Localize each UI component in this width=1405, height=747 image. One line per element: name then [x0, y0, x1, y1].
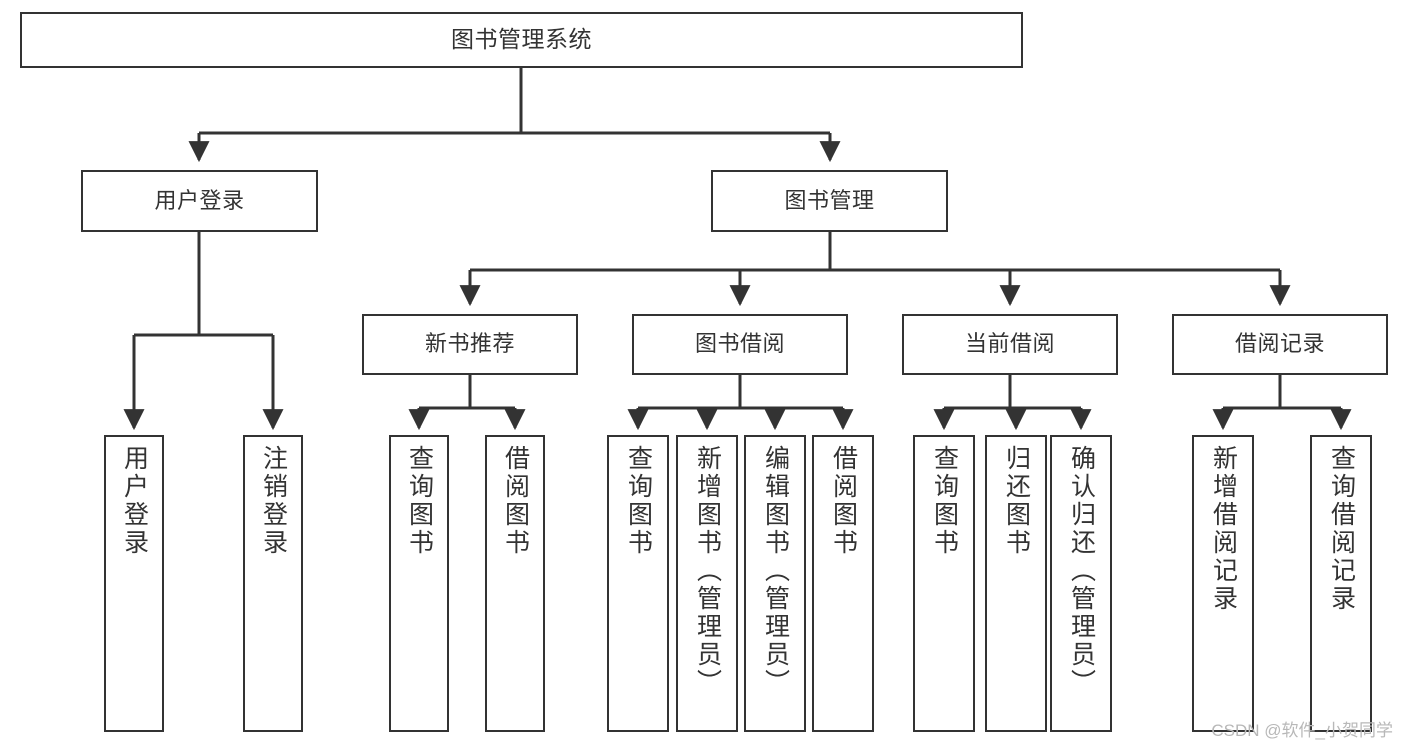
node-borrow-record[interactable]: 借阅记录 — [1172, 314, 1388, 375]
node-leaf-query-book-rec[interactable]: 查询图书 — [389, 435, 449, 732]
node-leaf-borrow-book-rec[interactable]: 借阅图书 — [485, 435, 545, 732]
node-leaf-logout-label: 注销登录 — [259, 445, 288, 557]
node-leaf-query-book-current[interactable]: 查询图书 — [913, 435, 975, 732]
node-leaf-query-borrow-record-label: 查询借阅记录 — [1327, 445, 1356, 613]
node-new-book-rec[interactable]: 新书推荐 — [362, 314, 578, 375]
node-leaf-return-book-label: 归还图书 — [1002, 445, 1031, 557]
node-leaf-logout[interactable]: 注销登录 — [243, 435, 303, 732]
node-current-borrow[interactable]: 当前借阅 — [902, 314, 1118, 375]
node-user-login-label: 用户登录 — [154, 187, 245, 213]
node-leaf-edit-book-label: 编辑图书（管理员） — [761, 445, 790, 697]
node-book-borrow[interactable]: 图书借阅 — [632, 314, 848, 375]
node-current-borrow-label: 当前借阅 — [964, 331, 1055, 357]
node-book-borrow-label: 图书借阅 — [694, 331, 785, 357]
node-book-manage[interactable]: 图书管理 — [711, 170, 948, 232]
node-leaf-confirm-return-label: 确认归还（管理员） — [1067, 445, 1096, 697]
node-leaf-user-login-label: 用户登录 — [120, 445, 149, 557]
node-leaf-borrow-book-rec-label: 借阅图书 — [501, 445, 530, 557]
node-leaf-add-borrow-record-label: 新增借阅记录 — [1209, 445, 1238, 613]
node-leaf-query-book-current-label: 查询图书 — [930, 445, 959, 557]
node-leaf-query-book-borrow-label: 查询图书 — [624, 445, 653, 557]
node-leaf-borrow-book[interactable]: 借阅图书 — [812, 435, 874, 732]
node-borrow-record-label: 借阅记录 — [1234, 331, 1325, 357]
node-leaf-edit-book[interactable]: 编辑图书（管理员） — [744, 435, 806, 732]
node-leaf-query-borrow-record[interactable]: 查询借阅记录 — [1310, 435, 1372, 732]
node-root-label: 图书管理系统 — [451, 26, 592, 53]
node-leaf-user-login[interactable]: 用户登录 — [104, 435, 164, 732]
node-leaf-return-book[interactable]: 归还图书 — [985, 435, 1047, 732]
node-user-login[interactable]: 用户登录 — [81, 170, 318, 232]
node-book-manage-label: 图书管理 — [784, 187, 875, 213]
node-root[interactable]: 图书管理系统 — [20, 12, 1023, 68]
node-leaf-add-book[interactable]: 新增图书（管理员） — [676, 435, 738, 732]
node-leaf-add-borrow-record[interactable]: 新增借阅记录 — [1192, 435, 1254, 732]
node-leaf-confirm-return[interactable]: 确认归还（管理员） — [1050, 435, 1112, 732]
node-leaf-query-book-rec-label: 查询图书 — [405, 445, 434, 557]
node-leaf-query-book-borrow[interactable]: 查询图书 — [607, 435, 669, 732]
node-new-book-rec-label: 新书推荐 — [424, 331, 515, 357]
node-leaf-borrow-book-label: 借阅图书 — [829, 445, 858, 557]
node-leaf-add-book-label: 新增图书（管理员） — [693, 445, 722, 697]
